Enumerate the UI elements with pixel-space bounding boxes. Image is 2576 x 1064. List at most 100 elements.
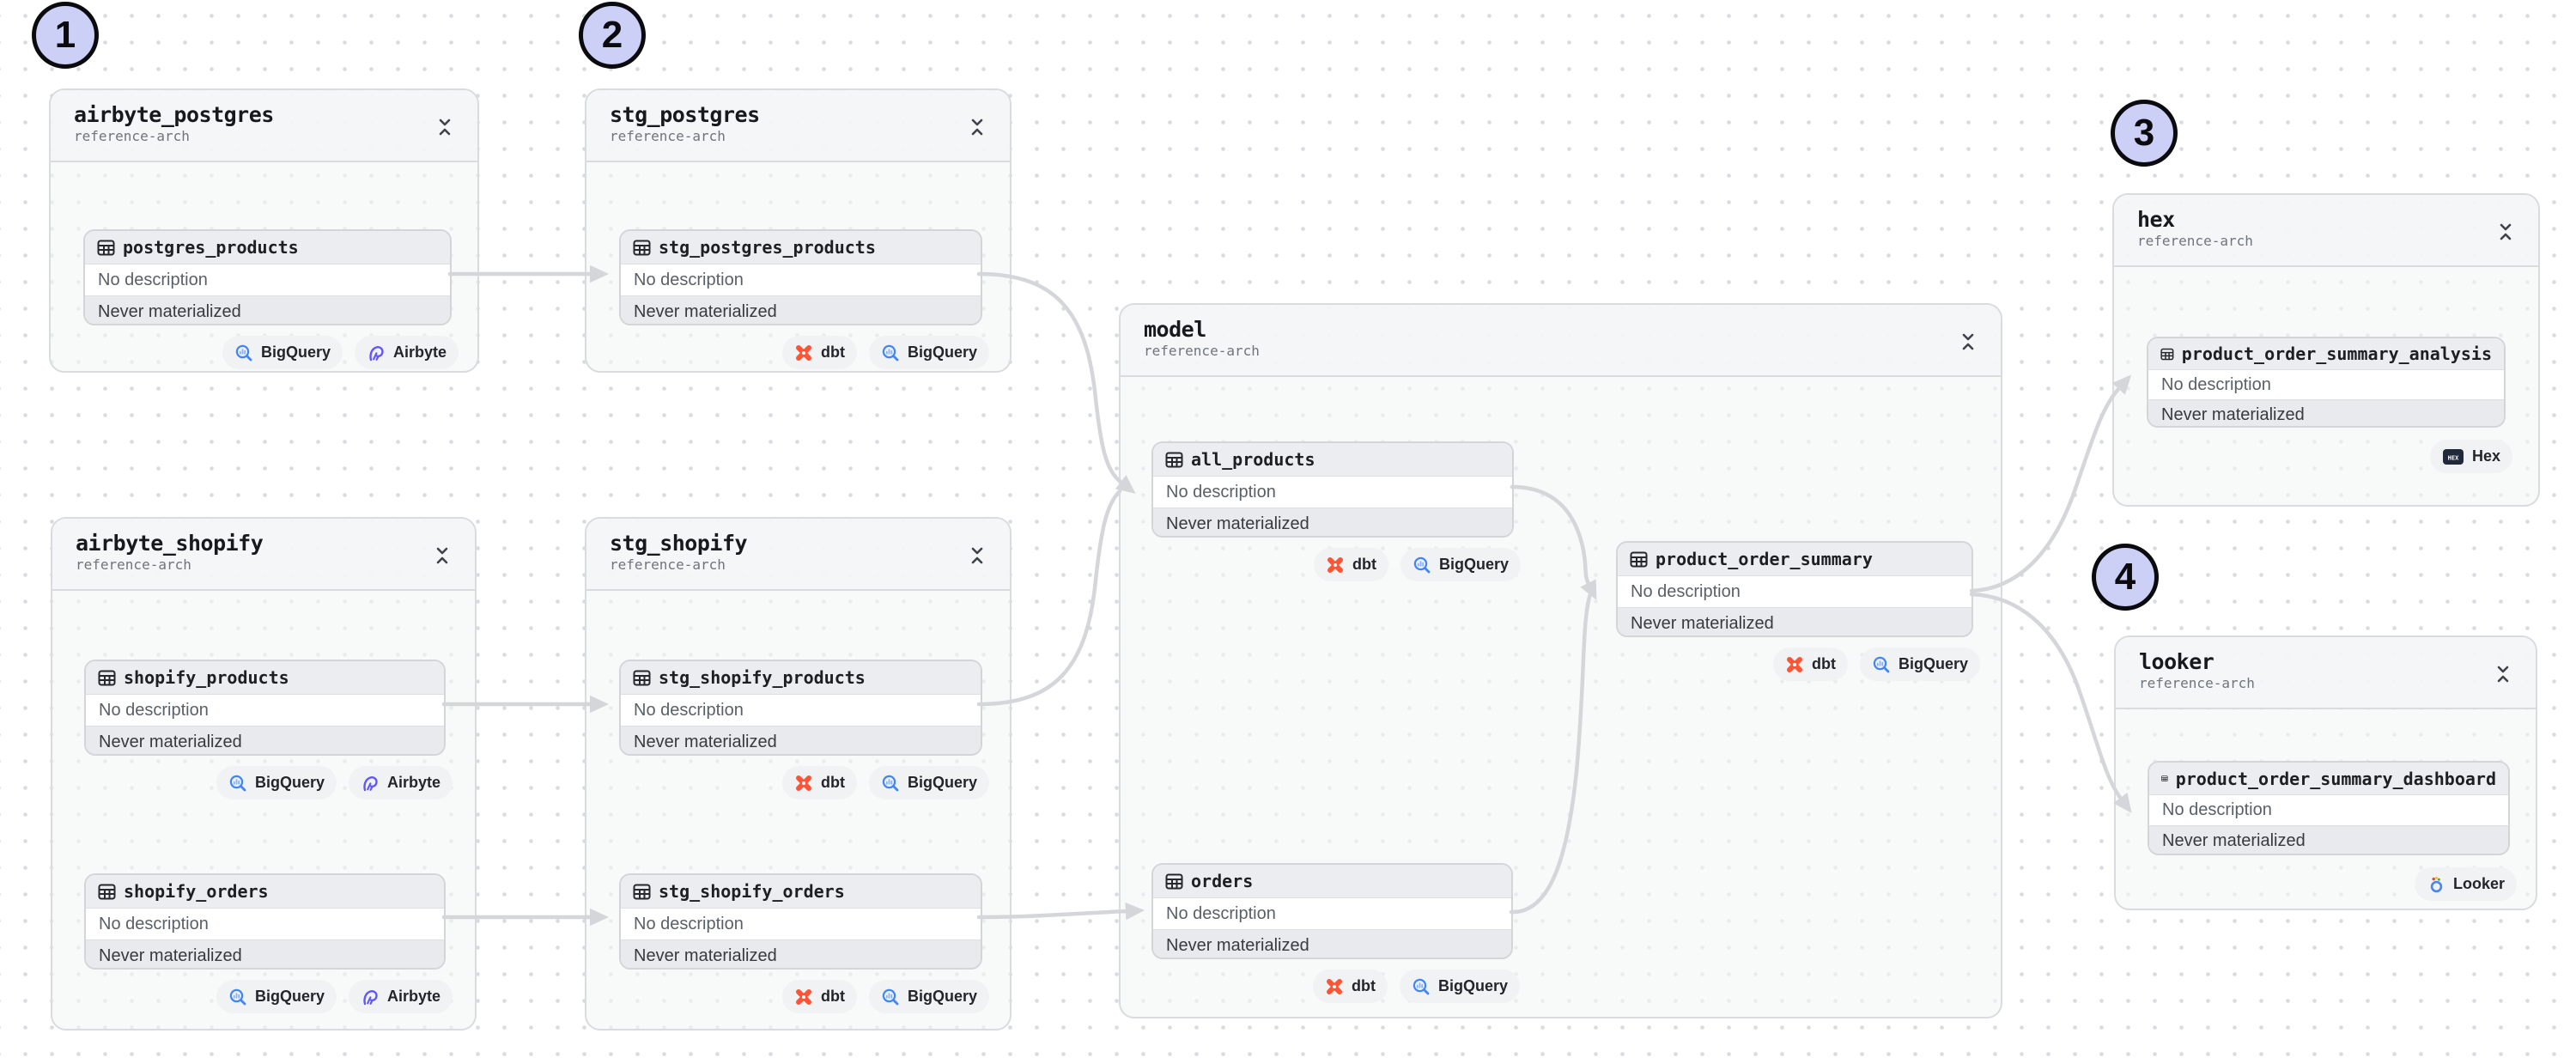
collapse-group-icon[interactable] bbox=[432, 544, 453, 567]
tag-label: BigQuery bbox=[1438, 556, 1509, 573]
group-stg-shopify: stg_shopify reference-arch stg_shopify_p… bbox=[585, 517, 1012, 1031]
group-hex: hex reference-arch product_order_summary… bbox=[2112, 193, 2540, 507]
asset-name: shopify_products bbox=[124, 667, 289, 688]
collapse-group-icon[interactable] bbox=[1958, 331, 1978, 353]
collapse-group-icon[interactable] bbox=[2493, 663, 2513, 685]
collapse-group-icon[interactable] bbox=[434, 116, 455, 138]
tag-airbyte: Airbyte bbox=[354, 336, 459, 369]
asset-description: No description bbox=[621, 909, 981, 939]
asset-tags: BigQuery Airbyte bbox=[222, 336, 459, 369]
group-title: stg_shopify bbox=[610, 531, 748, 556]
group-title: airbyte_shopify bbox=[76, 531, 264, 556]
asset-tags: dbt BigQuery bbox=[781, 336, 989, 369]
asset-status: Never materialized bbox=[621, 939, 981, 968]
group-subtitle: reference-arch bbox=[74, 128, 190, 144]
asset-node-shopify-products[interactable]: shopify_products No description Never ma… bbox=[84, 660, 446, 756]
bigquery-icon bbox=[1873, 656, 1890, 672]
asset-tags: dbt BigQuery bbox=[781, 766, 989, 800]
tag-label: dbt bbox=[1352, 556, 1376, 573]
group-title: airbyte_postgres bbox=[74, 102, 274, 127]
asset-description: No description bbox=[621, 695, 981, 726]
tag-dbt: dbt bbox=[781, 766, 857, 800]
bigquery-icon bbox=[229, 775, 246, 791]
asset-status: Never materialized bbox=[85, 295, 450, 324]
group-subtitle: reference-arch bbox=[610, 556, 726, 573]
asset-name: product_order_summary bbox=[1656, 549, 1873, 569]
bigquery-icon bbox=[229, 988, 246, 1005]
asset-node-product-order-summary[interactable]: product_order_summary No description Nev… bbox=[1616, 541, 1973, 637]
hex-icon: HEX bbox=[2442, 448, 2464, 465]
tag-label: dbt bbox=[820, 344, 845, 361]
dbt-icon bbox=[795, 344, 811, 361]
asset-node-stg-postgres-products[interactable]: stg_postgres_products No description Nev… bbox=[619, 229, 982, 325]
asset-node-orders[interactable]: orders No description Never materialized bbox=[1151, 863, 1513, 959]
tag-dbt: dbt bbox=[781, 980, 857, 1013]
asset-tags: dbt BigQuery bbox=[1313, 548, 1521, 581]
asset-node-product-order-summary-analysis[interactable]: product_order_summary_analysis No descri… bbox=[2147, 337, 2506, 428]
asset-name: all_products bbox=[1191, 449, 1315, 470]
asset-name: shopify_orders bbox=[124, 881, 269, 902]
tag-label: BigQuery bbox=[260, 344, 331, 361]
tag-bigquery: BigQuery bbox=[1859, 648, 1980, 681]
asset-node-stg-shopify-orders[interactable]: stg_shopify_orders No description Never … bbox=[619, 873, 982, 970]
asset-node-all-products[interactable]: all_products No description Never materi… bbox=[1151, 441, 1514, 538]
tag-label: Airbyte bbox=[386, 774, 440, 791]
tag-label: dbt bbox=[820, 774, 845, 791]
annotation-marker-4: 4 bbox=[2092, 544, 2159, 611]
tag-dbt: dbt bbox=[1313, 548, 1388, 581]
group-header: model reference-arch bbox=[1121, 305, 2001, 377]
dbt-icon bbox=[1786, 656, 1802, 672]
group-subtitle: reference-arch bbox=[610, 128, 726, 144]
group-looker: looker reference-arch product_order_summ… bbox=[2114, 635, 2537, 910]
tag-airbyte: Airbyte bbox=[348, 766, 453, 800]
airbyte-icon bbox=[363, 989, 378, 1005]
tag-airbyte: Airbyte bbox=[348, 980, 453, 1013]
table-icon bbox=[97, 240, 115, 255]
asset-node-product-order-summary-dashboard[interactable]: product_order_summary_dashboard No descr… bbox=[2148, 761, 2510, 855]
tag-dbt: dbt bbox=[1772, 648, 1848, 681]
asset-node-stg-shopify-products[interactable]: stg_shopify_products No description Neve… bbox=[619, 660, 982, 756]
asset-tags: Looker bbox=[2414, 867, 2517, 901]
group-title: stg_postgres bbox=[610, 102, 760, 127]
table-icon bbox=[1165, 873, 1183, 889]
asset-node-shopify-orders[interactable]: shopify_orders No description Never mate… bbox=[84, 873, 446, 970]
asset-node-postgres-products[interactable]: postgres_products No description Never m… bbox=[83, 229, 452, 325]
annotation-marker-3: 3 bbox=[2111, 100, 2178, 167]
tag-label: BigQuery bbox=[1898, 655, 1968, 672]
table-icon bbox=[1165, 452, 1183, 467]
dbt-icon bbox=[1327, 556, 1343, 573]
tag-looker: Looker bbox=[2414, 867, 2517, 901]
asset-name: postgres_products bbox=[123, 237, 299, 258]
looker-icon bbox=[2430, 876, 2443, 892]
collapse-group-icon[interactable] bbox=[2495, 221, 2516, 243]
asset-status: Never materialized bbox=[1153, 929, 1511, 958]
table-icon bbox=[633, 240, 651, 255]
asset-name: stg_postgres_products bbox=[659, 237, 876, 258]
tag-bigquery: BigQuery bbox=[1400, 548, 1521, 581]
tag-bigquery: BigQuery bbox=[216, 980, 337, 1013]
asset-description: No description bbox=[2148, 370, 2504, 399]
bigquery-icon bbox=[882, 988, 899, 1005]
asset-description: No description bbox=[85, 264, 450, 295]
annotation-marker-1: 1 bbox=[32, 2, 99, 69]
group-airbyte-shopify: airbyte_shopify reference-arch shopify_p… bbox=[51, 517, 477, 1031]
table-icon bbox=[2161, 775, 2168, 781]
dbt-icon bbox=[795, 988, 811, 1005]
group-subtitle: reference-arch bbox=[1144, 343, 1260, 359]
group-subtitle: reference-arch bbox=[2137, 233, 2253, 249]
collapse-group-icon[interactable] bbox=[967, 544, 987, 567]
asset-description: No description bbox=[1618, 576, 1971, 607]
group-subtitle: reference-arch bbox=[76, 556, 191, 573]
tag-label: BigQuery bbox=[1437, 977, 1508, 994]
bigquery-icon bbox=[1413, 556, 1431, 573]
tag-label: BigQuery bbox=[907, 344, 977, 361]
group-header: hex reference-arch bbox=[2114, 195, 2538, 267]
collapse-group-icon[interactable] bbox=[967, 116, 987, 138]
table-icon bbox=[633, 884, 651, 899]
dbt-icon bbox=[1326, 978, 1342, 994]
asset-description: No description bbox=[1153, 898, 1511, 929]
asset-tags: dbt BigQuery bbox=[1312, 970, 1520, 1003]
tag-label: BigQuery bbox=[254, 774, 325, 791]
group-model: model reference-arch all_products No des… bbox=[1119, 303, 2002, 1018]
